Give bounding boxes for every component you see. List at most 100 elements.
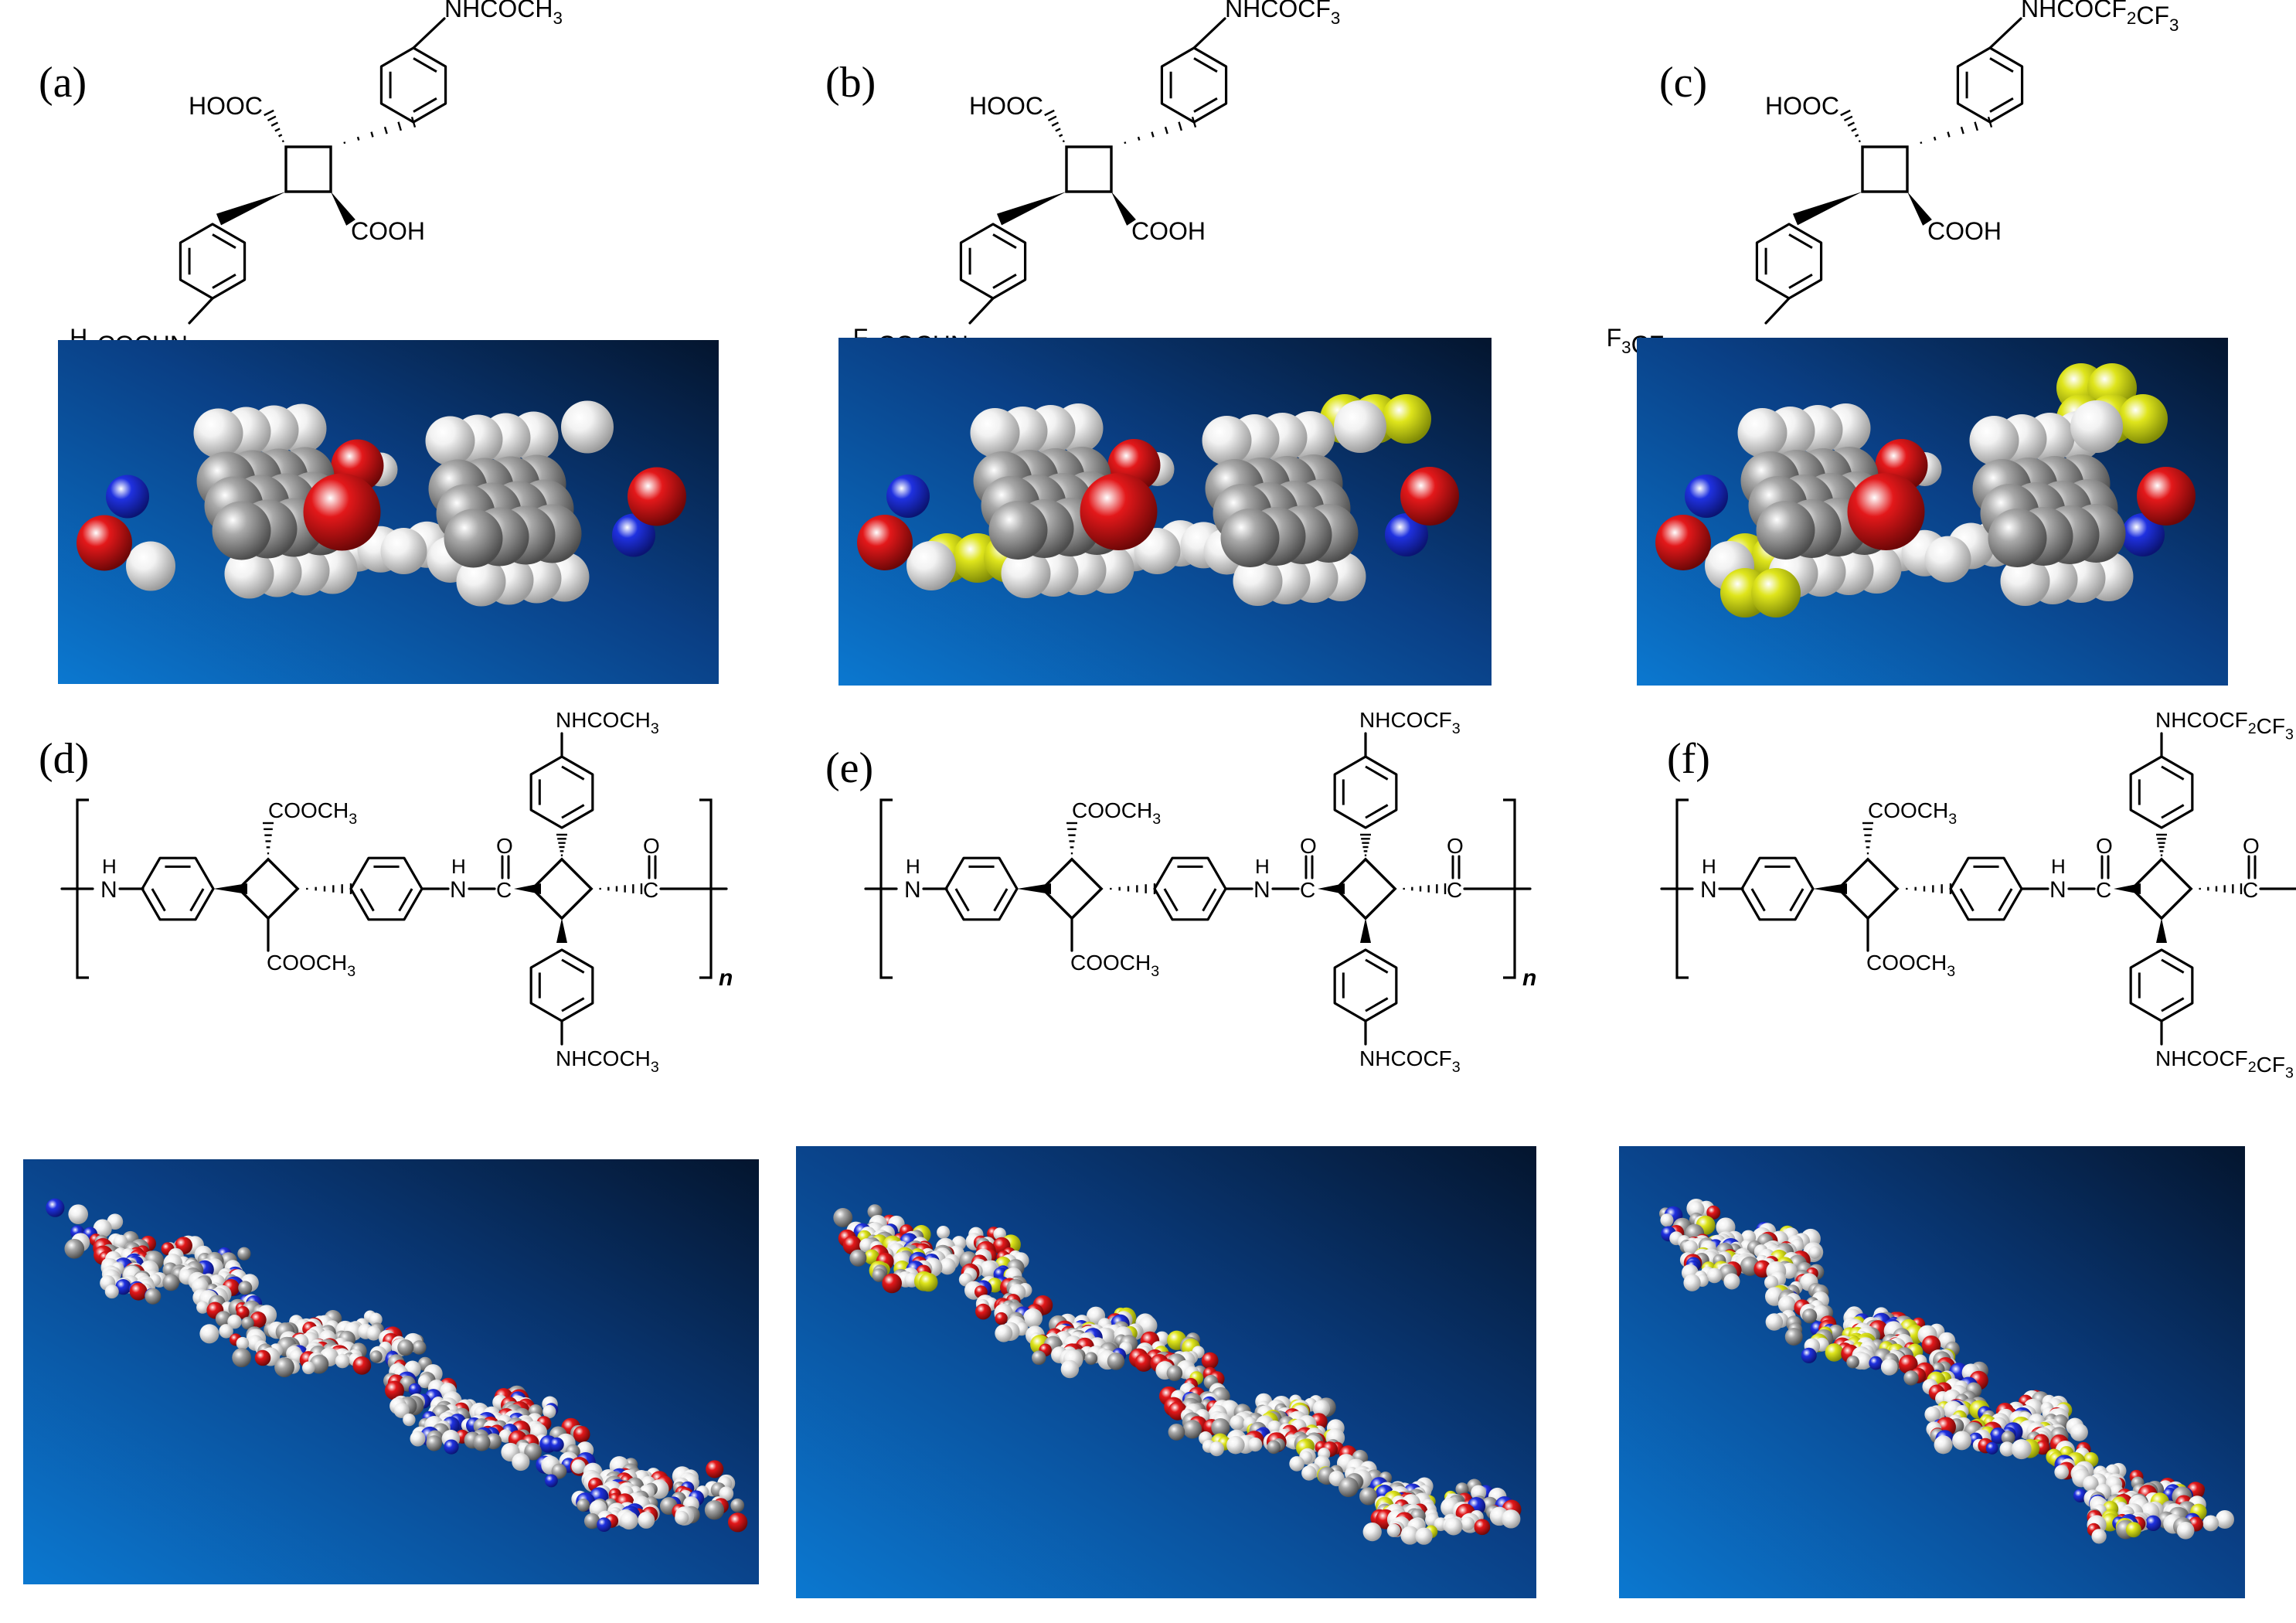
hash-stroke — [1137, 136, 1141, 141]
hashed-bond-pendant-top — [2156, 833, 2167, 856]
monomer-3d-model — [1637, 338, 2228, 686]
chain-atom — [1415, 1527, 1433, 1545]
benzene-ring-bottom — [179, 223, 247, 300]
hashed-bond-ester-top — [1066, 822, 1077, 855]
benzene-ring-pendant-top — [2129, 755, 2194, 829]
text-run: C — [1447, 878, 1462, 902]
space-filling-model — [1655, 363, 2196, 618]
hashed-bond-chain — [599, 883, 643, 894]
hashed-bond-ester-top — [263, 822, 274, 855]
chain-atom — [1898, 1354, 1918, 1374]
atom-sphere — [1737, 408, 1787, 458]
atom-sphere — [612, 513, 655, 557]
cyclobutane-ring-1 — [1040, 857, 1104, 920]
text-run: HOOC — [969, 92, 1043, 120]
chain-atom — [1924, 1406, 1941, 1423]
wedge-bond-bottom-aryl — [996, 192, 1066, 226]
hash-stroke — [278, 134, 283, 138]
text-run: H — [451, 855, 466, 878]
chain-atom — [882, 1273, 903, 1294]
top-substituent-label: NHCOCH3 — [444, 0, 563, 28]
chain-atom — [1201, 1352, 1219, 1370]
panel-label: (e) — [825, 744, 873, 792]
pendant-bottom-label: NHCOCF2CF3 — [2155, 1046, 2294, 1082]
ring-double-bond — [954, 888, 970, 912]
hash-stroke — [1124, 141, 1127, 145]
ring-outline — [1333, 755, 1398, 829]
panel-b: (b)NHCOCF3HOOCCOOHF3COCHN — [825, 0, 1492, 686]
amine-n: N — [100, 877, 117, 903]
polymer-3d-model — [796, 1146, 1536, 1598]
chain-atom — [549, 1437, 564, 1452]
benzene-ring-chain-2 — [1153, 856, 1227, 921]
atom-sphere — [857, 515, 913, 570]
chain-atom — [939, 1257, 956, 1275]
chain-atom — [1765, 1313, 1784, 1331]
carbonyl-o: O — [1300, 834, 1317, 858]
atom-sphere — [1233, 556, 1283, 606]
benzene-ring-chain-2 — [349, 856, 423, 921]
cyclobutane-ring — [1065, 145, 1113, 193]
ring-double-bond — [1750, 888, 1766, 912]
chain-atom — [2145, 1515, 2162, 1532]
atom-sphere — [224, 549, 274, 599]
chain-atom — [237, 1247, 251, 1261]
chain-atom — [571, 1459, 586, 1474]
atom-sphere — [1001, 549, 1051, 598]
text-run: N — [1700, 877, 1717, 903]
chain-atom — [1801, 1347, 1817, 1363]
amine-h: H — [102, 855, 117, 878]
text-run: NHCOCF — [2155, 708, 2248, 732]
chain-atom — [524, 1442, 542, 1461]
chain-atom — [1999, 1441, 2015, 1457]
chain-atom — [104, 1284, 119, 1299]
chain-atom — [1952, 1431, 1971, 1451]
ester-top-label: COOCH3 — [1868, 798, 1957, 828]
chain-atom — [512, 1452, 530, 1472]
chain-atom — [2125, 1522, 2141, 1538]
hash-stroke — [1051, 121, 1060, 127]
pendant-top-label: NHCOCH3 — [556, 708, 659, 737]
amine-n: N — [450, 877, 467, 903]
text-run: N — [1253, 877, 1270, 903]
text-run: NHCOCF — [1359, 1046, 1452, 1070]
hash-stroke — [383, 126, 388, 134]
atom-sphere — [1400, 467, 1459, 526]
chain-atom — [919, 1272, 938, 1292]
atom-sphere — [126, 541, 175, 591]
carbonyl-c: C — [2096, 878, 2111, 902]
chain-atom — [872, 1268, 886, 1282]
hashed-bond-top-aryl — [1124, 116, 1197, 145]
text-run: NHCOCF — [1225, 0, 1331, 22]
chain-atom — [2215, 1509, 2234, 1529]
polymer-3d-model — [1619, 1146, 2245, 1598]
carbonyl-o: O — [496, 834, 513, 858]
atom-sphere — [425, 416, 475, 466]
chain-atom — [597, 1517, 611, 1533]
benzene-ring-chain-1 — [944, 856, 1019, 921]
chain-atom — [2011, 1439, 2032, 1460]
chain-atom — [1230, 1415, 1245, 1431]
chain-atom — [1209, 1441, 1225, 1457]
text-run: COOCH — [1070, 951, 1151, 975]
atom-sphere — [444, 509, 503, 568]
wedge-bond-pendant-bottom — [2156, 918, 2167, 943]
chain-atom — [232, 1348, 252, 1368]
chain-atom — [975, 1303, 992, 1320]
chain-atom — [199, 1324, 219, 1344]
ring-double-bond — [1998, 888, 2013, 912]
benzene-ring-bottom — [959, 223, 1027, 300]
text-run: C — [2096, 878, 2111, 902]
chain-atom — [727, 1512, 748, 1533]
text-run: C — [2243, 878, 2258, 902]
chain-atom — [1022, 1308, 1043, 1328]
hashed-bond-pendant-top — [1360, 833, 1371, 856]
chain-atom — [1301, 1465, 1317, 1481]
benzene-ring-top — [379, 46, 447, 124]
chain-atom — [2083, 1475, 2099, 1492]
atom-sphere — [1756, 501, 1815, 560]
hash-stroke — [1047, 115, 1057, 122]
subscript: 3 — [1151, 963, 1159, 980]
text-run: COOCH — [1866, 951, 1947, 975]
cyclobutane-ring — [284, 145, 332, 193]
